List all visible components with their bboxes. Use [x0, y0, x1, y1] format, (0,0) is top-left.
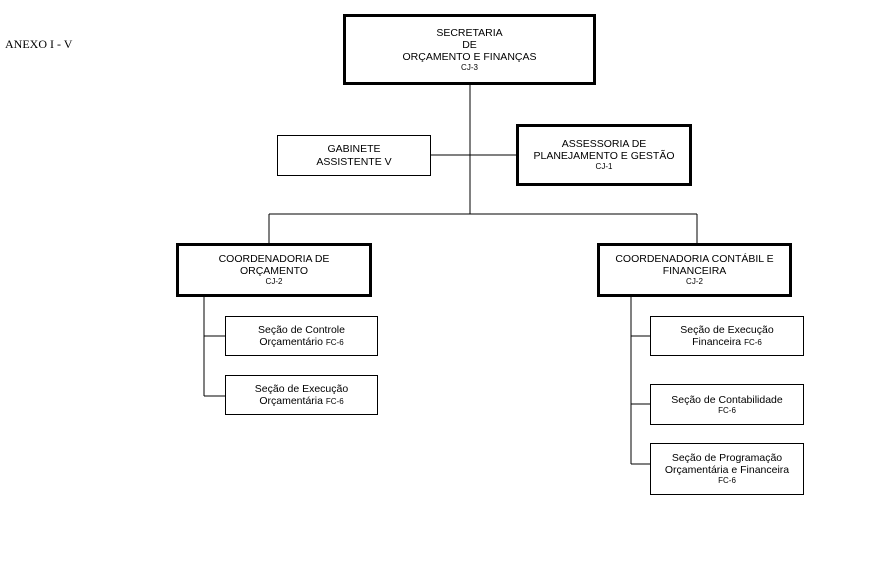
coord-contabil-box: COORDENADORIA CONTÁBIL E FINANCEIRA CJ-2	[597, 243, 792, 297]
secao-controle-code: FC-6	[325, 338, 344, 347]
secao-exec-orc-line2: Orçamentária	[259, 395, 323, 407]
secretaria-line2: DE	[462, 38, 477, 51]
assessoria-line2: PLANEJAMENTO E GESTÃO	[533, 150, 675, 163]
secao-programacao-code: FC-6	[718, 476, 736, 486]
secao-exec-fin-box: Seção de Execução Financeira FC-6	[650, 316, 804, 356]
secao-exec-orc-line1: Seção de Execução	[254, 382, 349, 395]
gabinete-line1: GABINETE	[327, 143, 381, 156]
gabinete-box: GABINETE ASSISTENTE V	[277, 135, 431, 176]
secao-programacao-line2: Orçamentária e Financeira	[664, 464, 790, 477]
coord-contabil-line1: COORDENADORIA CONTÁBIL E	[615, 253, 774, 266]
assessoria-line1: ASSESSORIA DE	[561, 138, 647, 151]
coord-orcamento-line1: COORDENADORIA DE	[218, 253, 330, 266]
secao-exec-orc-box: Seção de Execução Orçamentária FC-6	[225, 375, 378, 415]
secao-controle-line2: Orçamentário	[259, 336, 323, 348]
secao-exec-fin-line1: Seção de Execução	[680, 323, 774, 336]
secao-programacao-box: Seção de Programação Orçamentária e Fina…	[650, 443, 804, 495]
coord-orcamento-code: CJ-2	[265, 277, 283, 287]
coord-orcamento-box: COORDENADORIA DE ORÇAMENTO CJ-2	[176, 243, 372, 297]
secao-exec-fin-line2: Financeira	[692, 336, 742, 348]
secao-exec-orc-code: FC-6	[325, 397, 344, 406]
secretaria-code: CJ-3	[461, 63, 478, 72]
secretaria-line3: ORÇAMENTO E FINANÇAS	[402, 50, 537, 63]
secao-contabilidade-box: Seção de Contabilidade FC-6	[650, 384, 804, 425]
assessoria-box: ASSESSORIA DE PLANEJAMENTO E GESTÃO CJ-1	[516, 124, 692, 186]
secao-programacao-line1: Seção de Programação	[671, 452, 783, 465]
annex-label: ANEXO I - V	[5, 37, 73, 51]
secao-controle-box: Seção de Controle Orçamentário FC-6	[225, 316, 378, 356]
gabinete-line2: ASSISTENTE V	[316, 155, 392, 168]
coord-contabil-line2: FINANCEIRA	[662, 265, 727, 278]
secretaria-box: SECRETARIA DE ORÇAMENTO E FINANÇAS CJ-3	[343, 14, 596, 85]
secao-exec-fin-code: FC-6	[744, 338, 762, 347]
secretaria-line1: SECRETARIA	[436, 26, 503, 39]
coord-orcamento-line2: ORÇAMENTO	[239, 265, 309, 278]
assessoria-code: CJ-1	[595, 162, 613, 172]
secao-contabilidade-code: FC-6	[718, 405, 736, 415]
secao-controle-line1: Seção de Controle	[258, 323, 345, 336]
coord-contabil-code: CJ-2	[686, 277, 703, 287]
secao-contabilidade-line1: Seção de Contabilidade	[671, 393, 783, 406]
